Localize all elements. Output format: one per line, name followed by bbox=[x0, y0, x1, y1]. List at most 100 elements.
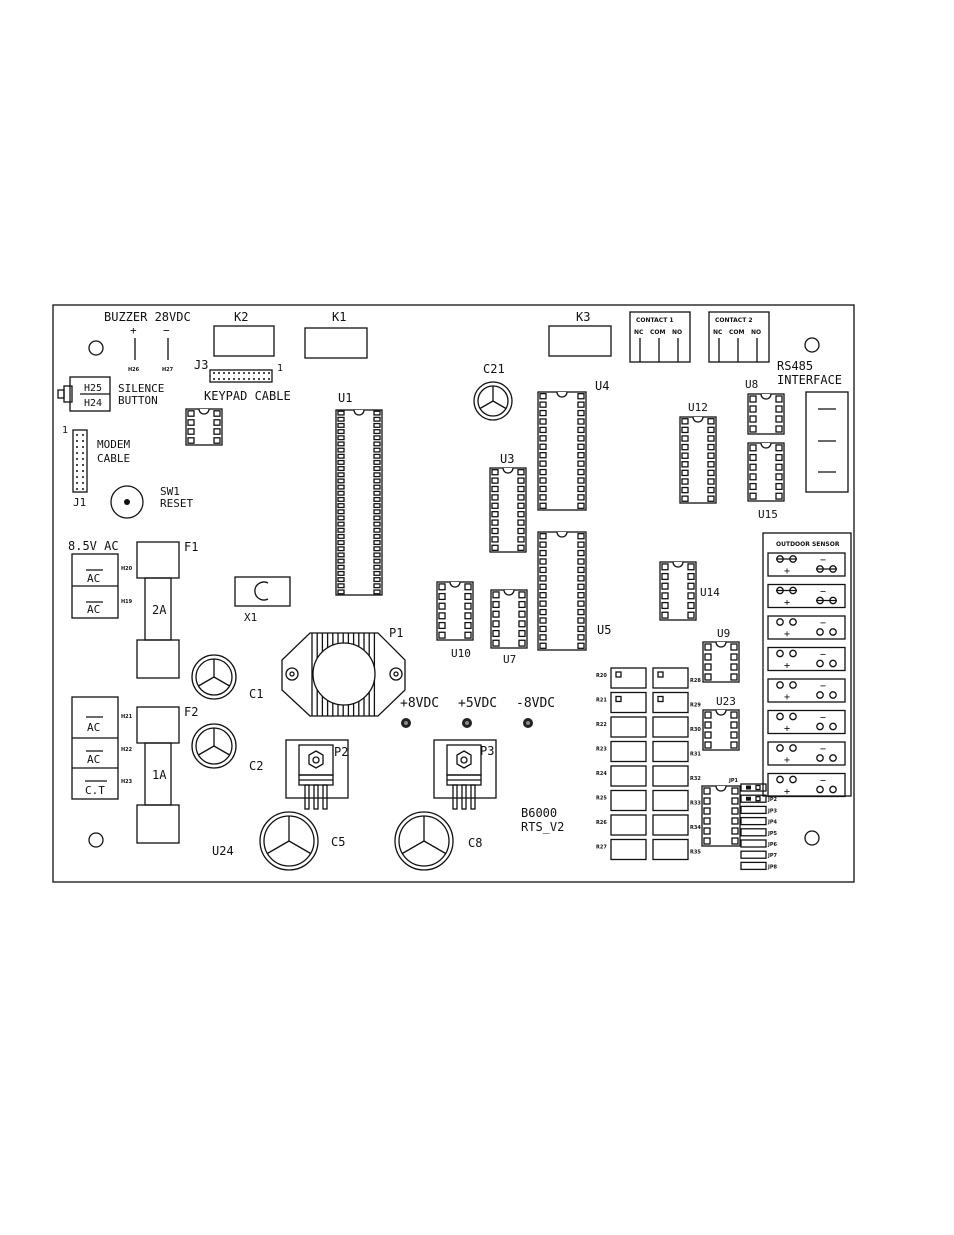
connector-pin bbox=[82, 452, 84, 454]
r33-label: R33 bbox=[690, 801, 701, 807]
crystal-x1-mark bbox=[254, 581, 269, 601]
sensor-terminal bbox=[767, 552, 846, 577]
connector-pin bbox=[243, 378, 245, 380]
ic-u3 bbox=[489, 467, 527, 553]
ic-pin bbox=[337, 564, 345, 570]
ic-pin bbox=[703, 827, 711, 835]
ic-pin bbox=[577, 549, 585, 557]
ic-pin bbox=[661, 582, 669, 590]
connector-pin bbox=[253, 372, 255, 374]
ic-pin bbox=[373, 558, 381, 564]
jp3-label: JP3 bbox=[767, 808, 778, 814]
ic-pin bbox=[337, 552, 345, 558]
ic-pin bbox=[539, 617, 547, 624]
ic-pin bbox=[438, 612, 446, 620]
connector-pin bbox=[76, 446, 78, 448]
ic-pin bbox=[438, 583, 446, 591]
ic-pin bbox=[707, 478, 715, 485]
ic-pin bbox=[464, 592, 472, 601]
capacitor-c8 bbox=[394, 811, 454, 871]
ic-pin bbox=[577, 460, 585, 467]
sensor-plus: + bbox=[784, 566, 790, 577]
ic-u7 bbox=[490, 589, 528, 649]
ic-pin bbox=[464, 583, 472, 591]
sensor-terminal bbox=[767, 646, 846, 672]
jp5-label: JP5 bbox=[767, 831, 778, 837]
ic-pin bbox=[539, 393, 547, 400]
ic-u8 bbox=[747, 393, 785, 435]
ic-near-jp1 bbox=[701, 785, 741, 847]
u5-label: U5 bbox=[597, 623, 611, 637]
ic-pin bbox=[337, 441, 345, 447]
ic-pin bbox=[539, 600, 547, 607]
ic-pin bbox=[337, 429, 345, 435]
ic-pin bbox=[749, 482, 757, 491]
fuse-f1-cap-bottom bbox=[136, 639, 180, 679]
r20-label: R20 bbox=[596, 673, 607, 679]
h22-label: H22 bbox=[121, 747, 133, 753]
sensor-plus: + bbox=[784, 724, 790, 735]
ic-u15 bbox=[747, 442, 785, 502]
reset-label: RESET bbox=[160, 497, 193, 510]
h24-label: H24 bbox=[84, 398, 102, 409]
h21-label: H21 bbox=[121, 714, 133, 720]
ic-pin bbox=[491, 494, 499, 501]
connector-pin bbox=[76, 434, 78, 436]
ic-pin bbox=[749, 444, 757, 452]
ic-pin bbox=[775, 425, 783, 433]
ic-pin bbox=[749, 463, 757, 471]
connector-pin bbox=[248, 372, 250, 374]
ic-pin bbox=[517, 502, 525, 509]
ic-pin bbox=[517, 485, 525, 493]
regulator-p2 bbox=[285, 739, 349, 810]
contact-no-label: NO bbox=[672, 329, 682, 336]
h25-label: H25 bbox=[84, 383, 102, 394]
ic-pin bbox=[517, 469, 525, 476]
ic-pin bbox=[337, 496, 345, 502]
ic-pin bbox=[373, 564, 381, 570]
fuse-f2-cap-top bbox=[136, 706, 180, 744]
ic-pin bbox=[337, 527, 345, 533]
connector-pin bbox=[76, 464, 78, 466]
contact-no-label: NO bbox=[751, 329, 761, 336]
ic-pin bbox=[703, 797, 711, 805]
r24-label: R24 bbox=[596, 771, 607, 777]
ic-pin bbox=[517, 527, 525, 535]
ic-u14 bbox=[659, 561, 697, 621]
ic-pin bbox=[492, 639, 500, 647]
ic-pin bbox=[703, 817, 711, 825]
ic-pin bbox=[518, 591, 526, 599]
u8-label: U8 bbox=[745, 378, 758, 391]
u15-label: U15 bbox=[758, 508, 778, 521]
sensor-minus: − bbox=[820, 713, 826, 724]
ic-pin bbox=[539, 401, 547, 408]
ic-u9 bbox=[702, 641, 740, 683]
mounting-hole-top-left bbox=[88, 340, 104, 356]
regulator-pin bbox=[304, 784, 310, 810]
ic-pin bbox=[704, 721, 712, 729]
ic-pin bbox=[337, 583, 345, 589]
ic-unlabeled-8pin bbox=[185, 408, 223, 446]
ic-pin bbox=[373, 503, 381, 509]
ic-pin bbox=[661, 611, 669, 619]
ic-pin bbox=[577, 426, 585, 434]
k1-label: K1 bbox=[332, 310, 346, 324]
test-point-8vdc bbox=[401, 718, 411, 728]
buzzer-plus: + bbox=[130, 324, 137, 337]
ic-pin bbox=[687, 572, 695, 581]
c1-label: C1 bbox=[249, 687, 263, 701]
mounting-hole-top-right bbox=[804, 337, 820, 353]
connector-pin bbox=[258, 378, 260, 380]
ic-pin bbox=[539, 460, 547, 467]
ic-pin bbox=[577, 435, 585, 442]
ic-pin bbox=[687, 592, 695, 600]
v5p-label: +5VDC bbox=[458, 696, 497, 711]
board-revision: RTS_V2 bbox=[521, 820, 564, 834]
ic-pin bbox=[492, 591, 500, 599]
ic-pin bbox=[577, 533, 585, 540]
capacitor-c2 bbox=[191, 723, 237, 769]
ic-pin bbox=[492, 600, 500, 609]
ic-pin bbox=[661, 601, 669, 610]
connector-pin bbox=[233, 372, 235, 374]
